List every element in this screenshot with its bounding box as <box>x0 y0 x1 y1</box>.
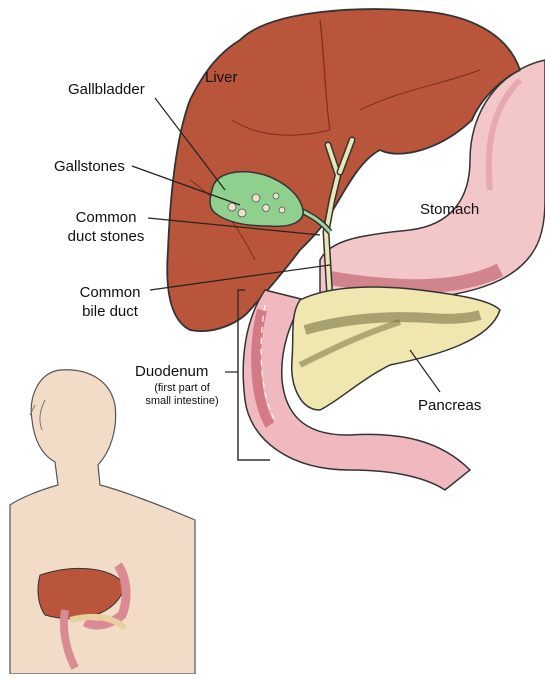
label-gallbladder: Gallbladder <box>68 80 145 99</box>
pancreas <box>292 287 500 410</box>
label-common-duct-stones-line1: Common <box>56 208 156 227</box>
label-liver: Liver <box>205 68 238 87</box>
label-duodenum-note-line2: small intestine) <box>132 395 232 408</box>
body-inset <box>10 370 195 674</box>
label-common-bile-duct-line2: bile duct <box>60 302 160 321</box>
label-duodenum-note-line1: (first part of <box>132 382 232 395</box>
label-common-duct-stones-line2: duct stones <box>56 227 156 246</box>
label-common-duct-stones: Common duct stones <box>56 208 156 246</box>
label-common-bile-duct: Common bile duct <box>60 283 160 321</box>
label-duodenum: Duodenum <box>135 362 208 381</box>
label-stomach: Stomach <box>420 200 479 219</box>
label-pancreas: Pancreas <box>418 396 481 415</box>
label-common-bile-duct-line1: Common <box>60 283 160 302</box>
label-gallstones: Gallstones <box>54 157 125 176</box>
label-duodenum-note: (first part of small intestine) <box>132 382 232 408</box>
